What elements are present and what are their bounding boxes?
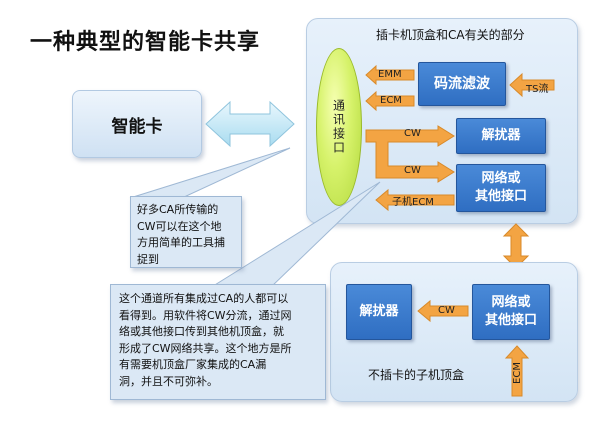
network-label-top-2: 其他接口 [474,189,527,204]
ecm-arrow-bottom [504,345,530,397]
network-label-top-1: 网络或 [481,171,521,187]
callout-large-line: 看得到。用软件将CW分流，通过网 [119,308,292,322]
ts-arrow [509,72,555,98]
comm-interface-label: 通讯接口 [331,99,346,155]
callout-large-line: 有需要机顶盒厂家集成的CA漏 [119,358,267,371]
descrambler-box-bottom: 解扰器 [346,284,412,340]
smartcard-label: 智能卡 [111,116,163,137]
descrambler-label-bottom: 解扰器 [359,304,399,320]
top-panel-label: 插卡机顶盒和CA有关的部分 [376,28,525,42]
cw-label-bottom: CW [438,305,455,316]
ecm-label: ECM [380,95,402,106]
cw-label-2: CW [404,165,421,176]
network-box-top: 网络或 其他接口 [456,164,546,212]
callout-small-line: CW可以在这个地 [137,219,222,233]
comm-interface: 通讯接口 [316,48,362,206]
descrambler-box-top: 解扰器 [456,118,546,154]
network-box-bottom: 网络或 其他接口 [472,284,550,340]
callout-large-line: 络或其他接口传到其他机顶盒，就 [119,325,284,338]
callout-large-line: 形成了CW网络共享。这个地方是所 [119,341,292,355]
sub-ecm-arrow [375,188,455,212]
callout-small-line: 捉到 [137,252,159,266]
ecm-arrow [365,90,415,112]
stream-filter-label: 码流滤波 [434,75,490,92]
ts-label: TS流 [526,84,549,95]
callout-large-line: 洞，并且不可弥补。 [119,374,218,388]
stream-filter-box: 码流滤波 [418,62,506,106]
emm-arrow [365,64,415,86]
cw-label-1: CW [404,128,421,139]
descrambler-label-top: 解扰器 [481,128,521,144]
network-label-bottom-2: 其他接口 [484,313,537,328]
network-label-bottom-1: 网络或 [491,295,531,311]
card-link-arrow [205,100,295,148]
smartcard-box: 智能卡 [72,90,202,158]
callout-small-line: 好多CA所传输的 [137,203,219,216]
sub-ecm-label: 子机ECM [392,197,434,208]
emm-label: EMM [378,69,402,80]
callout-cw-capture: 好多CA所传输的 CW可以在这个地 方用简单的工具捕 捉到 [130,196,242,268]
callout-cw-sharing: 这个通道所有集成过CA的人都可以 看得到。用软件将CW分流，通过网 络或其他接口… [110,284,326,400]
cw-arrow-bottom [417,299,469,323]
callout-small-line: 方用简单的工具捕 [137,236,225,249]
callout-large-line: 这个通道所有集成过CA的人都可以 [119,292,289,305]
cw-branch-arrow [365,125,455,183]
bottom-panel-label: 不插卡的子机顶盒 [368,368,465,382]
diagram-title: 一种典型的智能卡共享 [30,30,261,55]
